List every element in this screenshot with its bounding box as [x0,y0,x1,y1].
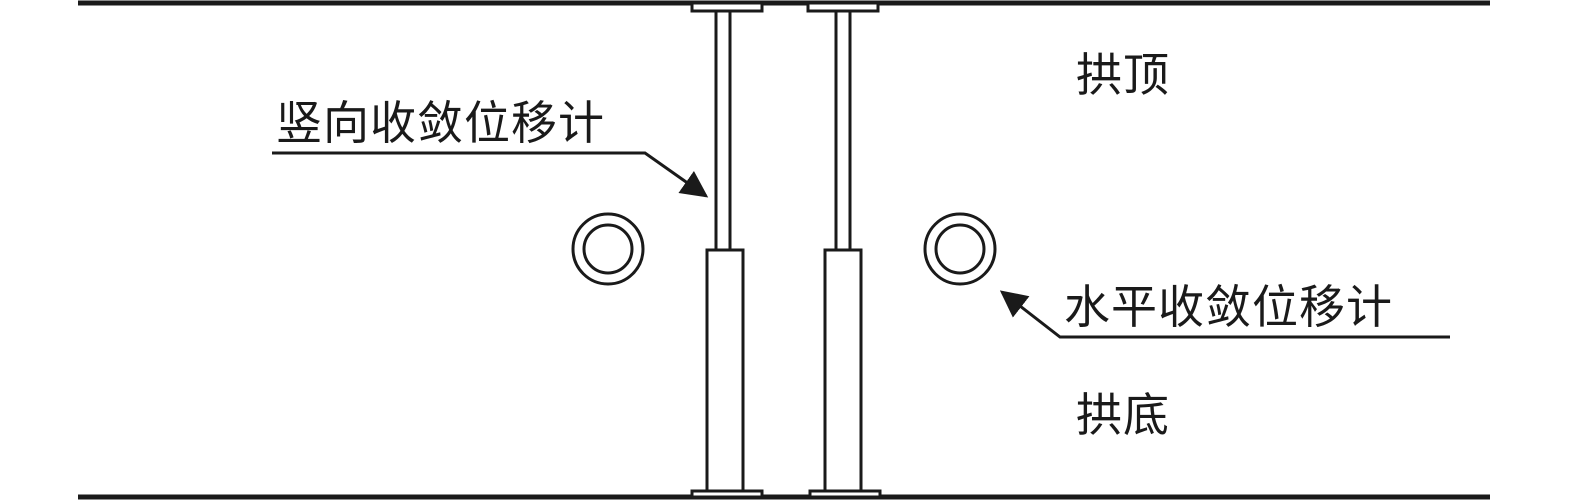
horizontal-gauge-left-symbol [571,212,645,286]
gauge-cylinder [705,248,745,493]
crown-label: 拱顶 [1076,48,1170,102]
gauge-rod [714,9,732,252]
gauge-rod [834,9,852,252]
vertical-gauge-left [690,1,764,499]
vertical-gauge-leader [272,151,709,198]
vertical-gauge-label: 竖向收敛位移计 [276,96,605,150]
invert-label: 拱底 [1076,388,1170,442]
gauge-bottom-plate [808,489,882,499]
vertical-gauge-right [806,1,882,499]
gauge-bottom-plate [690,489,764,499]
gauge-cylinder [823,248,863,493]
horizontal-gauge-leader [999,290,1450,339]
horizontal-gauge-label: 水平收敛位移计 [1064,280,1393,334]
horizontal-gauge-right-symbol [923,212,997,286]
